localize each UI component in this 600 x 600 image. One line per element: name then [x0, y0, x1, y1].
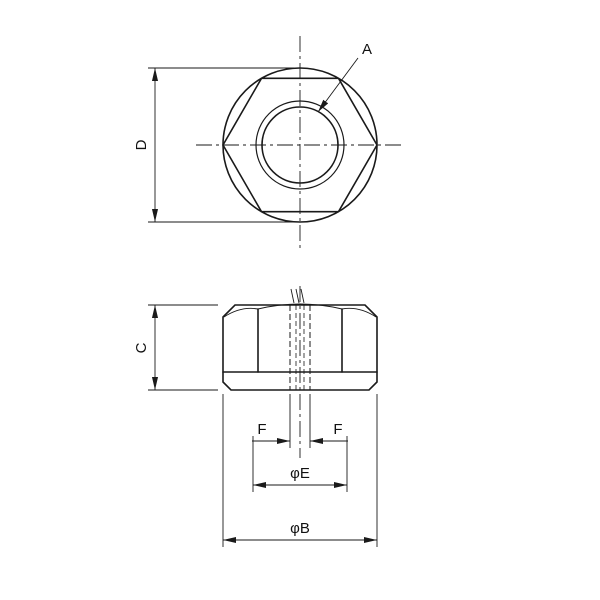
- dim-e-label: φE: [290, 465, 310, 482]
- dim-b-label: φB: [290, 520, 310, 537]
- thread-mark-1: [290, 288, 295, 304]
- callout-a-label: A: [362, 41, 372, 58]
- chamfer-arc-center: [257, 303, 343, 310]
- bore-circle: [261, 106, 339, 184]
- dimension-d: D: [133, 67, 294, 223]
- dimension-f: F F: [252, 394, 348, 448]
- dim-c-label: C: [133, 342, 150, 353]
- dimension-phi-e: φE: [252, 436, 348, 492]
- nut-front-outline: [222, 304, 378, 391]
- dim-f-left-label: F: [257, 421, 266, 438]
- dimension-c: C: [133, 304, 218, 391]
- dimension-phi-b: φB: [222, 394, 378, 547]
- chamfer-arc-right: [341, 307, 377, 318]
- thread-mark-2: [295, 288, 300, 304]
- dim-f-right-label: F: [333, 421, 342, 438]
- thread-mark-3: [300, 288, 305, 304]
- chamfer-ring-circle: [255, 100, 345, 190]
- front-view: [222, 286, 378, 458]
- top-view: [196, 36, 404, 252]
- hexagon-flats: [222, 77, 378, 213]
- callout-a-leader: [317, 57, 359, 113]
- callout-a: A: [317, 41, 372, 113]
- chamfer-arc-left: [223, 307, 259, 318]
- dim-d-label: D: [133, 139, 150, 150]
